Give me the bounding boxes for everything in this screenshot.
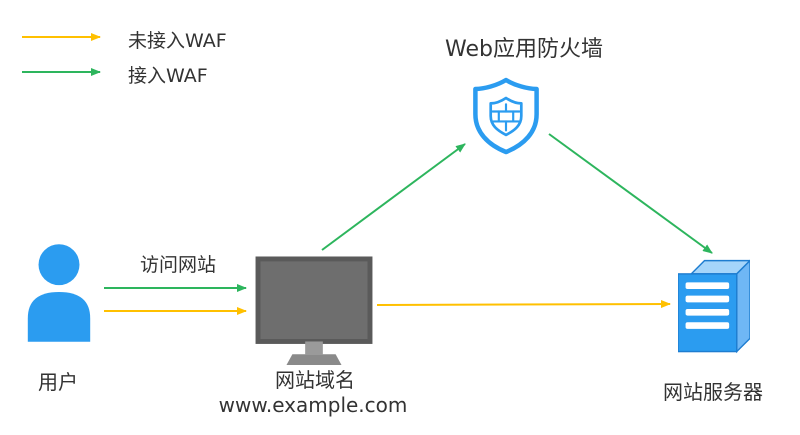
monitor-icon	[255, 256, 373, 366]
arrow-domain-to-waf	[321, 143, 466, 251]
visit-website-label: 访问网站	[139, 254, 217, 276]
waf-title: Web应用防火墙	[445, 37, 603, 62]
domain-url: www.example.com	[218, 393, 408, 417]
shield-icon	[473, 77, 539, 155]
user-label: 用户	[38, 370, 78, 394]
server-label: 网站服务器	[663, 380, 763, 404]
legend-waf-label: 接入WAF	[128, 65, 208, 87]
legend-no-waf-label: 未接入WAF	[128, 30, 227, 52]
server-slots	[685, 282, 730, 329]
arrow-waf-to-server	[548, 133, 713, 254]
arrow-domain-to-server	[376, 300, 671, 309]
user-icon	[27, 244, 91, 342]
server-icon	[678, 259, 750, 354]
brick-pattern	[491, 103, 521, 132]
domain-label: 网站域名	[275, 368, 355, 392]
